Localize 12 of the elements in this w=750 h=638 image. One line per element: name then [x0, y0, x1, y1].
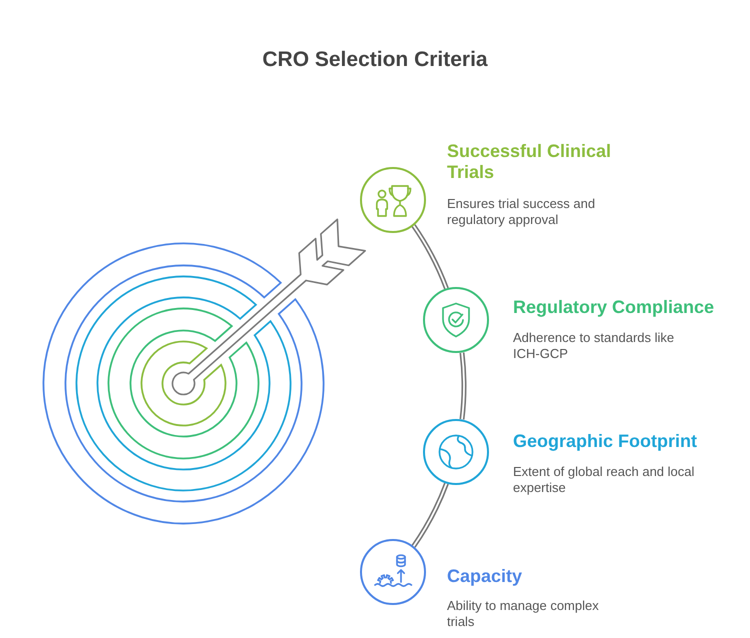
criterion-description: Adherence to standards like ICH-GCP: [512, 330, 676, 363]
criterion-description: Extent of global reach and local expertise: [512, 464, 696, 497]
double-line-connector: [411, 224, 449, 290]
double-line-connector: [411, 482, 449, 548]
criterion-heading: Geographic Footprint: [512, 430, 698, 452]
criterion-description: Ability to manage complex trials: [446, 598, 600, 631]
diagram-title: CRO Selection Criteria: [261, 47, 489, 73]
criterion-description: Ensures trial success and regulatory approval: [446, 196, 596, 229]
criterion-heading: Regulatory Compliance: [512, 296, 716, 318]
criterion-heading: Successful Clinical Trials: [446, 141, 612, 183]
double-line-connector: [460, 352, 466, 420]
criterion-heading: Capacity: [446, 566, 524, 587]
